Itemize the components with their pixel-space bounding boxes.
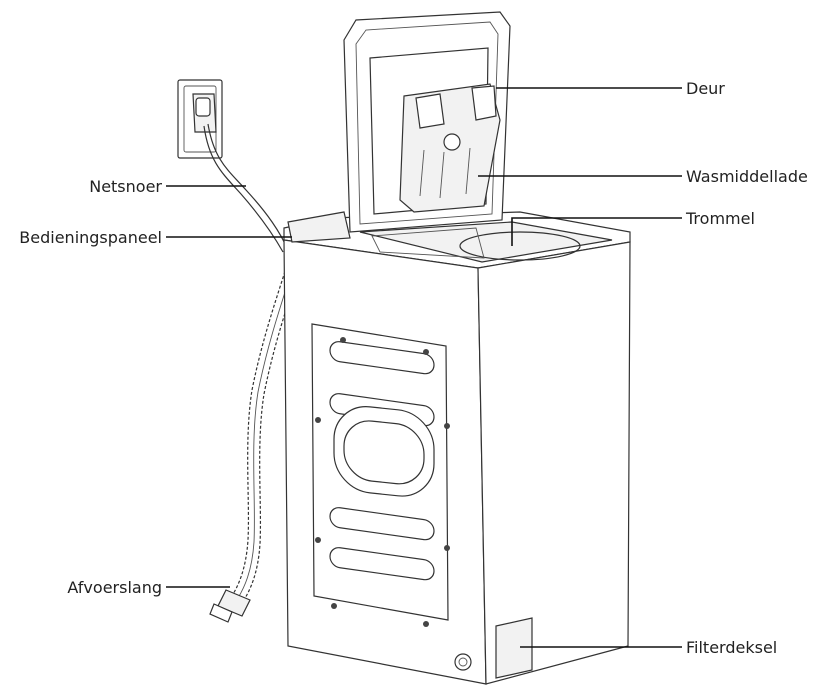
label-wasmiddellade: Wasmiddellade	[686, 167, 808, 186]
label-trommel: Trommel	[685, 209, 755, 228]
leader-trommel	[511, 217, 682, 246]
label-deur: Deur	[686, 79, 725, 98]
drain-hose	[209, 261, 301, 623]
drum	[371, 227, 581, 261]
label-afvoerslang: Afvoerslang	[67, 578, 162, 597]
filter-cover	[495, 617, 533, 679]
leader-lines	[166, 87, 682, 648]
label-netsnoer: Netsnoer	[89, 177, 162, 196]
label-filterdeksel: Filterdeksel	[686, 638, 777, 657]
wall-socket	[177, 79, 223, 159]
labels: Deur Wasmiddellade Trommel Netsnoer Bedi…	[19, 79, 808, 657]
control-panel	[287, 211, 351, 243]
detergent-drawer	[399, 83, 501, 213]
label-bedieningspaneel: Bedieningspaneel	[19, 228, 162, 247]
front-panel	[311, 323, 472, 671]
power-cord	[203, 123, 289, 253]
